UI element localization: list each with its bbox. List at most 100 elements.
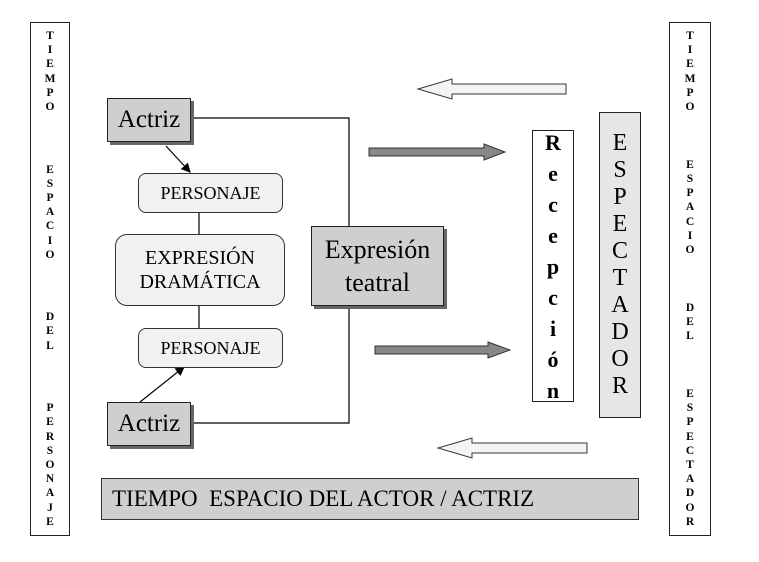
right-bar-letter: P [686,187,694,200]
left-bar-letter: D [45,311,55,324]
right-bar-letter: T [686,30,694,42]
right-bar-letter: E [686,58,694,71]
espectador-box: E S P E C T A D O R [599,112,641,418]
left-bar-letter: A [45,206,55,219]
left-bar-letter: C [45,220,55,233]
right-bar-letter: D [685,487,695,500]
right-bar-letter: P [686,416,694,429]
arrow-left-lower [436,437,588,459]
arrow-actriz-to-personaje-top [165,145,191,173]
personaje-top-label: PERSONAJE [160,182,261,203]
actriz-top-box: Actriz [107,98,191,142]
recepcion-letter: i [549,315,557,341]
left-bar-letter: O [45,248,55,261]
left-bar-letter: O [45,458,55,471]
right-bar-letter: S [686,172,694,185]
left-bar-letter: S [46,177,54,190]
right-bar-letter: T [686,458,694,471]
right-bar-letter: S [686,402,694,415]
espectador-letter: P [613,184,627,210]
right-bar-letter: R [685,515,695,528]
left-bar-letter: I [47,44,53,57]
right-bar-letter: E [686,430,694,443]
right-bar-letter: D [685,301,695,314]
espectador-letter: E [612,130,628,156]
arrow-left-upper [416,78,567,100]
right-bar-letter: A [685,201,695,214]
left-bar-letter: J [47,501,53,514]
recepcion-letter: ó [547,346,559,372]
left-bar-letter: E [46,325,54,338]
right-bar-letter: O [685,244,695,256]
left-bar-letter: E [46,58,54,71]
left-bar-letter: T [46,30,54,42]
espectador-letter: R [611,373,628,399]
espectador-letter: S [613,157,627,183]
bottom-banner: TIEMPO ESPACIO DEL ACTOR / ACTRIZ [101,478,639,520]
left-bar-letter: I [47,234,53,247]
left-bar-letter: E [46,416,54,429]
personaje-top-box: PERSONAJE [138,173,283,213]
left-bar-letter: O [45,101,55,114]
recepcion-letter: e [548,160,558,186]
espectador-letter: E [612,211,628,237]
left-bar-letter: A [45,487,55,500]
right-bar-letter: M [684,72,696,85]
expresion-dramatica-box: EXPRESIÓN DRAMÁTICA [115,234,285,306]
right-bar-letter: O [685,501,695,514]
left-bar-letter: P [46,191,54,204]
recepcion-letter: R [545,129,561,155]
arrow-actriz-to-personaje-bottom [139,366,185,403]
right-bar-letter: I [687,44,693,57]
recepcion-letter: c [548,191,558,217]
expresion-dramatica-line2: DRAMÁTICA [139,271,261,293]
recepcion-letter: n [546,377,560,403]
espectador-letter: A [611,292,629,318]
actriz-bottom-box: Actriz [107,402,191,446]
right-bar-letter: C [685,215,695,228]
right-bar-letter: E [686,315,694,328]
arrow-right-upper [368,143,507,161]
recepcion-letter: c [548,284,558,310]
bottom-banner-label: TIEMPO ESPACIO DEL ACTOR / ACTRIZ [112,486,535,511]
left-bar-letter: P [46,86,54,99]
recepcion-box: R e c e p c i ó n [532,129,574,403]
expresion-teatral-line1: Expresión [324,235,431,264]
right-bar-letter: O [685,101,695,114]
espectador-letter: D [611,319,629,345]
left-bar-letter: P [46,402,54,415]
right-bar-letter: A [685,473,695,486]
actriz-bottom-label: Actriz [117,410,181,437]
personaje-bottom-label: PERSONAJE [160,337,261,358]
expresion-teatral-line2: teatral [345,268,410,297]
espectador-letter: T [612,265,628,291]
right-bar-letter: I [687,229,693,242]
personaje-bottom-box: PERSONAJE [138,328,283,368]
expresion-dramatica-line1: EXPRESIÓN [144,247,255,269]
right-bar-letter: L [686,330,694,343]
left-bar-letter: E [46,515,54,528]
espectador-letter: O [611,346,629,372]
expresion-teatral-box: Expresión teatral [311,226,444,306]
left-bar-letter: N [45,473,55,486]
actriz-top-label: Actriz [117,106,181,133]
left-bar-letter: M [44,72,56,85]
left-bar-letter: L [46,339,54,352]
right-bar-letter: E [686,158,694,171]
left-bar-letter: E [46,163,54,176]
left-bar-letter: S [46,444,54,457]
recepcion-letter: e [548,222,558,248]
right-bar-letter: E [686,387,694,400]
arrow-right-lower [374,341,512,359]
